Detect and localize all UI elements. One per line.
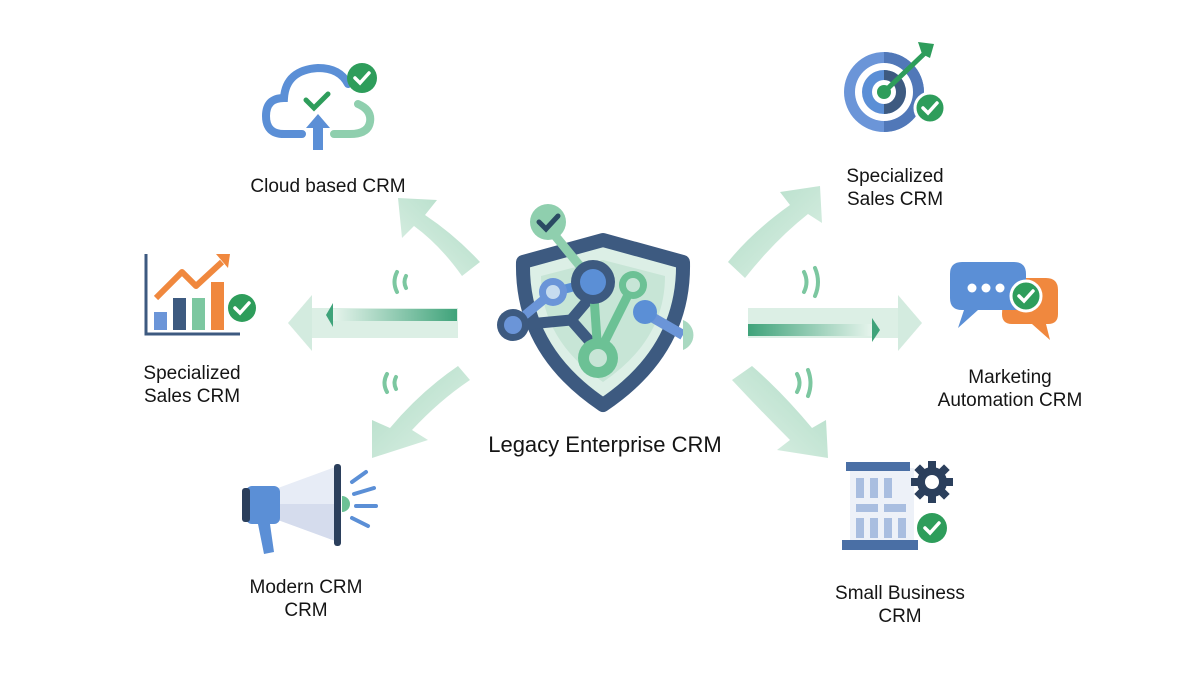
- bar-chart-growth-icon: [144, 254, 256, 336]
- signal-marks: [382, 266, 820, 398]
- center-label: Legacy Enterprise CRM: [488, 432, 722, 457]
- arrow-to-modern-crm: [372, 366, 470, 458]
- building-gear-icon: [842, 461, 953, 550]
- node-label-cloud: Cloud based CRM: [250, 176, 406, 197]
- megaphone-icon: [242, 464, 378, 554]
- node-label-specialized-sales-top: Specialized Sales CRM: [846, 166, 944, 210]
- node-label-specialized-sales-left: Specialized Sales CRM: [143, 363, 241, 407]
- arrow-to-cloud-crm: [398, 198, 480, 276]
- arrow-to-marketing-automation: [748, 295, 922, 351]
- node-label-modern: Modern CRM CRM: [249, 577, 363, 621]
- node-label-small-business: Small Business CRM: [835, 583, 965, 627]
- arrow-to-specialized-sales-top: [728, 186, 822, 278]
- arrow-to-specialized-sales-left: [288, 295, 458, 351]
- cloud-upload-icon: [261, 63, 377, 150]
- arrow-to-small-business: [732, 366, 828, 458]
- shield-network-icon: [497, 204, 694, 412]
- target-arrow-icon: [844, 42, 947, 132]
- chat-bubbles-icon: [950, 262, 1058, 340]
- node-label-marketing-automation: Marketing Automation CRM: [937, 367, 1083, 411]
